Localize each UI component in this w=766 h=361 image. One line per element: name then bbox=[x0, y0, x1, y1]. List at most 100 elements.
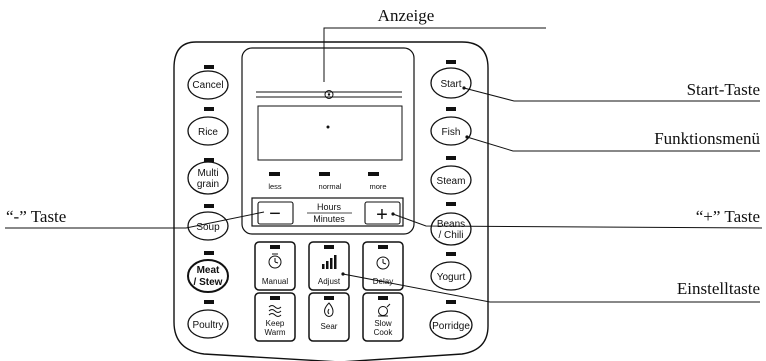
minus-key-callout-label: “-” Taste bbox=[6, 207, 66, 226]
fish-indicator bbox=[446, 107, 456, 111]
slow-cook-icon bbox=[378, 303, 391, 317]
start-key-callout-label: Start-Taste bbox=[687, 80, 760, 99]
minutes-label: Minutes bbox=[313, 214, 345, 224]
beans-chili-button[interactable] bbox=[430, 212, 472, 246]
adjust-callout-leader bbox=[342, 273, 760, 303]
cancel-indicator bbox=[204, 65, 214, 69]
porridge-indicator bbox=[446, 300, 456, 304]
soup-button[interactable] bbox=[187, 211, 229, 241]
slow-cook-button-label-2: Cook bbox=[374, 328, 394, 337]
multigrain-indicator bbox=[204, 158, 214, 162]
manual-indicator bbox=[270, 245, 280, 249]
meat-stew-button[interactable] bbox=[187, 259, 229, 293]
display-callout-label: Anzeige bbox=[378, 6, 435, 25]
yogurt-indicator bbox=[446, 252, 456, 256]
minus-callout-leader bbox=[5, 211, 265, 229]
more-label: more bbox=[369, 182, 386, 191]
flame-icon bbox=[324, 302, 334, 317]
plus-callout-dot bbox=[391, 212, 395, 216]
meat-stew-indicator bbox=[204, 251, 214, 255]
cancel-button-label: Cancel bbox=[192, 80, 223, 91]
plus-key-callout-label: “+” Taste bbox=[696, 207, 760, 226]
adjust-button-label: Adjust bbox=[318, 277, 341, 286]
sear-indicator bbox=[324, 296, 334, 300]
steam-button-label: Steam bbox=[437, 176, 466, 187]
beans-chili-button-label-1: Beans bbox=[437, 219, 465, 230]
display-frame bbox=[241, 47, 415, 235]
lcd-center-dot bbox=[326, 125, 330, 129]
start-callout-dot bbox=[462, 86, 466, 90]
normal-label: normal bbox=[319, 182, 342, 191]
poultry-indicator bbox=[204, 300, 214, 304]
adjust-key-callout-label: Einstelltaste bbox=[677, 279, 760, 298]
heat-waves-icon bbox=[268, 305, 282, 317]
pressure-indicator-icon bbox=[324, 90, 334, 99]
rice-button-label: Rice bbox=[198, 127, 218, 138]
start-button-label: Start bbox=[440, 79, 461, 90]
porridge-button-label: Porridge bbox=[432, 321, 470, 332]
manual-button-label: Manual bbox=[262, 277, 288, 286]
keep-warm-button[interactable] bbox=[254, 292, 296, 342]
plus-callout-leader bbox=[392, 213, 763, 229]
plus-button-label: + bbox=[376, 204, 388, 226]
steam-indicator bbox=[446, 156, 456, 160]
poultry-button-label: Poultry bbox=[192, 320, 223, 331]
time-row-frame bbox=[251, 197, 404, 227]
yogurt-button[interactable] bbox=[430, 261, 472, 291]
rice-indicator bbox=[204, 107, 214, 111]
yogurt-button-label: Yogurt bbox=[437, 272, 466, 283]
display-callout-leader bbox=[323, 27, 546, 82]
keep-warm-indicator bbox=[270, 296, 280, 300]
timer-icon bbox=[268, 253, 282, 269]
less-label: less bbox=[268, 182, 282, 191]
meat-stew-button-label-1: Meat bbox=[197, 265, 220, 276]
multigrain-button[interactable] bbox=[187, 161, 229, 195]
control-panel-outline bbox=[173, 41, 489, 361]
sear-button[interactable] bbox=[308, 292, 350, 342]
manual-button[interactable] bbox=[254, 241, 296, 291]
slow-cook-button-label-1: Slow bbox=[374, 319, 392, 328]
clock-icon bbox=[376, 256, 390, 270]
function-menu-callout-dot bbox=[465, 135, 469, 139]
poultry-button[interactable] bbox=[187, 309, 229, 339]
slow-cook-indicator bbox=[378, 296, 388, 300]
soup-button-label: Soup bbox=[196, 222, 220, 233]
more-indicator bbox=[368, 172, 379, 176]
sear-button-label: Sear bbox=[321, 322, 338, 331]
steam-button[interactable] bbox=[430, 165, 472, 195]
start-indicator bbox=[446, 60, 456, 64]
pressure-indicator-dot-icon bbox=[327, 93, 331, 96]
plus-button[interactable] bbox=[364, 201, 401, 225]
multigrain-button-label-2: grain bbox=[197, 179, 219, 190]
lcd-screen bbox=[257, 105, 403, 161]
cancel-button[interactable] bbox=[187, 70, 229, 100]
beans-chili-indicator bbox=[446, 202, 456, 206]
keep-warm-button-label-2: Warm bbox=[264, 328, 285, 337]
start-button[interactable] bbox=[430, 67, 472, 99]
bars-icon bbox=[322, 255, 337, 269]
meat-stew-button-label-2: / Stew bbox=[194, 277, 223, 288]
start-callout-leader bbox=[463, 87, 760, 102]
normal-indicator bbox=[319, 172, 330, 176]
adjust-button[interactable] bbox=[308, 241, 350, 291]
minus-button-label: − bbox=[269, 203, 281, 225]
slow-cook-button[interactable] bbox=[362, 292, 404, 342]
porridge-button[interactable] bbox=[429, 310, 473, 340]
delay-indicator bbox=[378, 245, 388, 249]
soup-indicator bbox=[204, 204, 214, 208]
adjust-indicator bbox=[324, 245, 334, 249]
delay-button[interactable] bbox=[362, 241, 404, 291]
fish-button-label: Fish bbox=[442, 127, 461, 138]
function-menu-callout-leader bbox=[466, 136, 760, 152]
less-indicator bbox=[269, 172, 280, 176]
multigrain-button-label-1: Multi bbox=[197, 168, 218, 179]
fish-button[interactable] bbox=[430, 116, 472, 146]
keep-warm-button-label-1: Keep bbox=[266, 319, 285, 328]
rice-button[interactable] bbox=[187, 116, 229, 146]
function-menu-callout-label: Funktionsmenü bbox=[654, 129, 760, 148]
hours-label: Hours bbox=[317, 202, 342, 212]
beans-chili-button-label-2: / Chili bbox=[438, 230, 463, 241]
adjust-callout-dot bbox=[341, 272, 345, 276]
